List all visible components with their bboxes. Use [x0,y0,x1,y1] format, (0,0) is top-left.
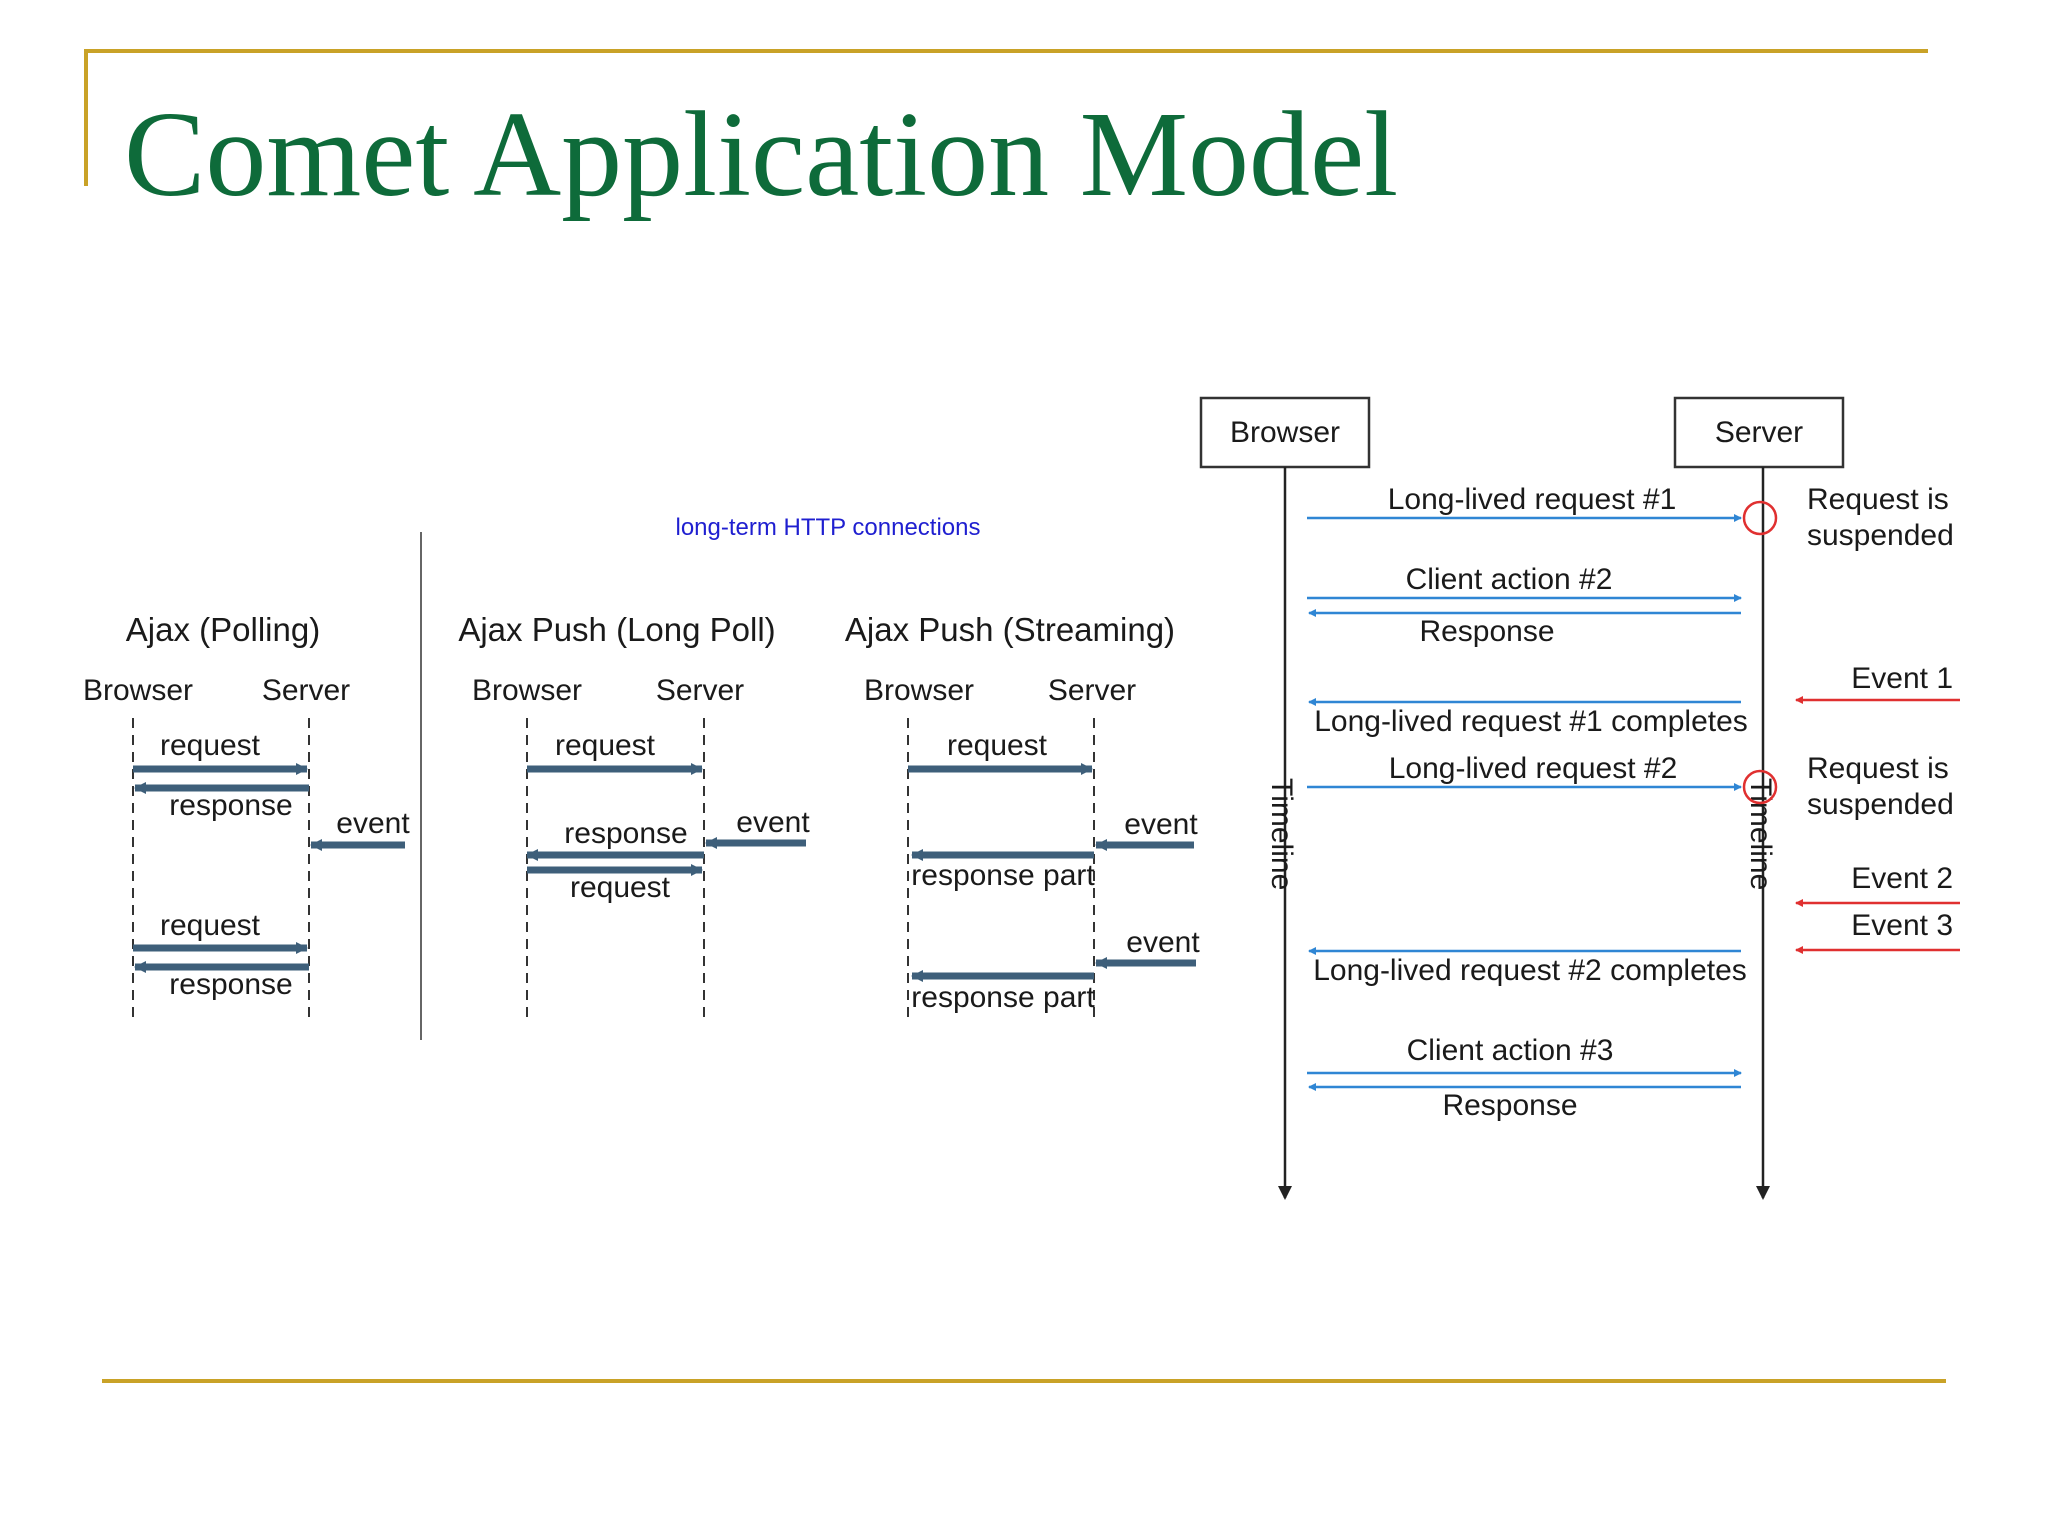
streaming-response-part-label: response part [911,859,1095,892]
long-poll-event-label: event [736,806,810,839]
polling-event-label: event [336,807,410,840]
polling-request-label: request [160,729,261,762]
title-bracket-rule [84,49,1928,186]
suspend-marker-1 [1742,500,1778,536]
server-timeline-label: Timeline [1744,778,1777,890]
streaming-request-label: request [947,729,1048,762]
polling-panel: Ajax (Polling) Browser Server request re… [83,611,410,1018]
streaming-panel: Ajax Push (Streaming) Browser Server req… [845,611,1200,1018]
long-poll-heading: Ajax Push (Long Poll) [458,611,775,648]
server-note-2-line-2: suspended [1807,788,1954,821]
polling-heading: Ajax (Polling) [126,611,320,648]
server-box [1673,396,1845,469]
streaming-response-part-label-2: response part [911,981,1095,1014]
long-poll-request-label: request [555,729,656,762]
long-poll-server-label: Server [656,674,744,707]
streaming-browser-label: Browser [864,674,974,707]
long-poll-request-label-2: request [570,871,671,904]
long-poll-response-label: response [564,817,687,850]
browser-box-label: Browser [1230,416,1340,449]
browser-timeline-label: Timeline [1265,778,1298,890]
streaming-event-label: event [1124,808,1198,841]
streaming-event-label-2: event [1126,926,1200,959]
request-1-completes-label: Long-lived request #1 completes [1314,705,1748,738]
polling-request-label-2: request [160,909,261,942]
comet-sequence-diagram: Browser Server Timeline Timeline [1199,396,1960,1200]
server-note-1-line-2: suspended [1807,519,1954,552]
server-note-1-line-1: Request is [1807,483,1949,516]
slide-title: Comet Application Model [124,87,1399,222]
polling-response-label-2: response [169,968,292,1001]
streaming-server-label: Server [1048,674,1136,707]
event-1-label: Event 1 [1851,662,1953,695]
long-lived-request-2-label: Long-lived request #2 [1389,752,1678,785]
long-lived-request-1-label: Long-lived request #1 [1388,483,1677,516]
polling-browser-label: Browser [83,674,193,707]
long-poll-browser-label: Browser [472,674,582,707]
response-label-2: Response [1442,1089,1577,1122]
streaming-heading: Ajax Push (Streaming) [845,611,1175,648]
polling-response-label: response [169,789,292,822]
event-2-label: Event 2 [1851,862,1953,895]
long-term-caption: long-term HTTP connections [675,514,980,541]
request-2-completes-label: Long-lived request #2 completes [1313,954,1747,987]
server-note-2-line-1: Request is [1807,752,1949,785]
long-poll-panel: Ajax Push (Long Poll) Browser Server req… [458,611,810,1018]
client-action-3-label: Client action #3 [1407,1034,1614,1067]
response-label: Response [1419,615,1554,648]
polling-server-label: Server [262,674,350,707]
event-3-label: Event 3 [1851,909,1953,942]
client-action-2-label: Client action #2 [1406,563,1613,596]
server-box-label: Server [1715,416,1803,449]
suspend-marker-2 [1742,769,1778,805]
